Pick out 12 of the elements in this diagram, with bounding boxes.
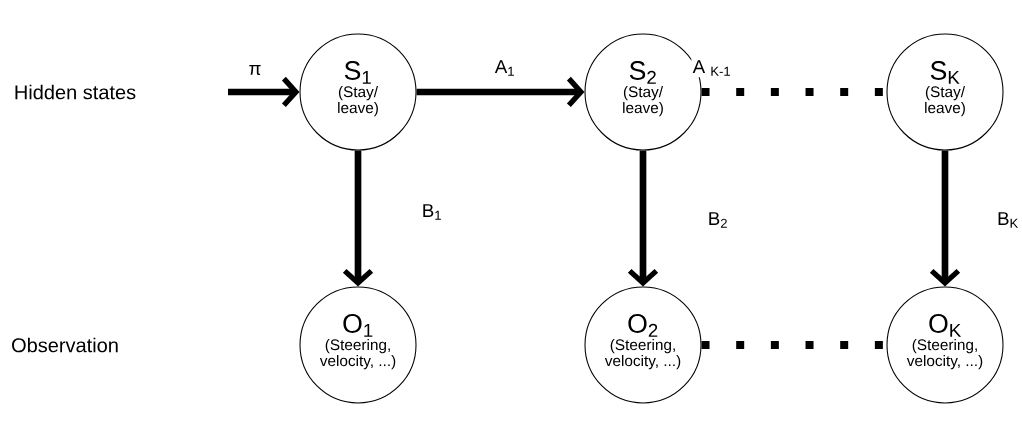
arrow [342,150,374,287]
arrow [929,150,961,287]
arrow [627,150,659,287]
edge-label: B$_{1}$ [420,202,444,222]
edge-label: A $_{K-1}$ [691,58,733,78]
row-label: Observation [12,337,118,353]
edge-label: B$_{2}$ [706,210,730,230]
arrow [416,76,585,108]
edge-label: π [247,63,263,77]
edge-label: A$_{1}$ [493,58,517,78]
row-label: Hidden states [15,84,136,100]
edge-label: B$_{K}$ [995,210,1021,230]
